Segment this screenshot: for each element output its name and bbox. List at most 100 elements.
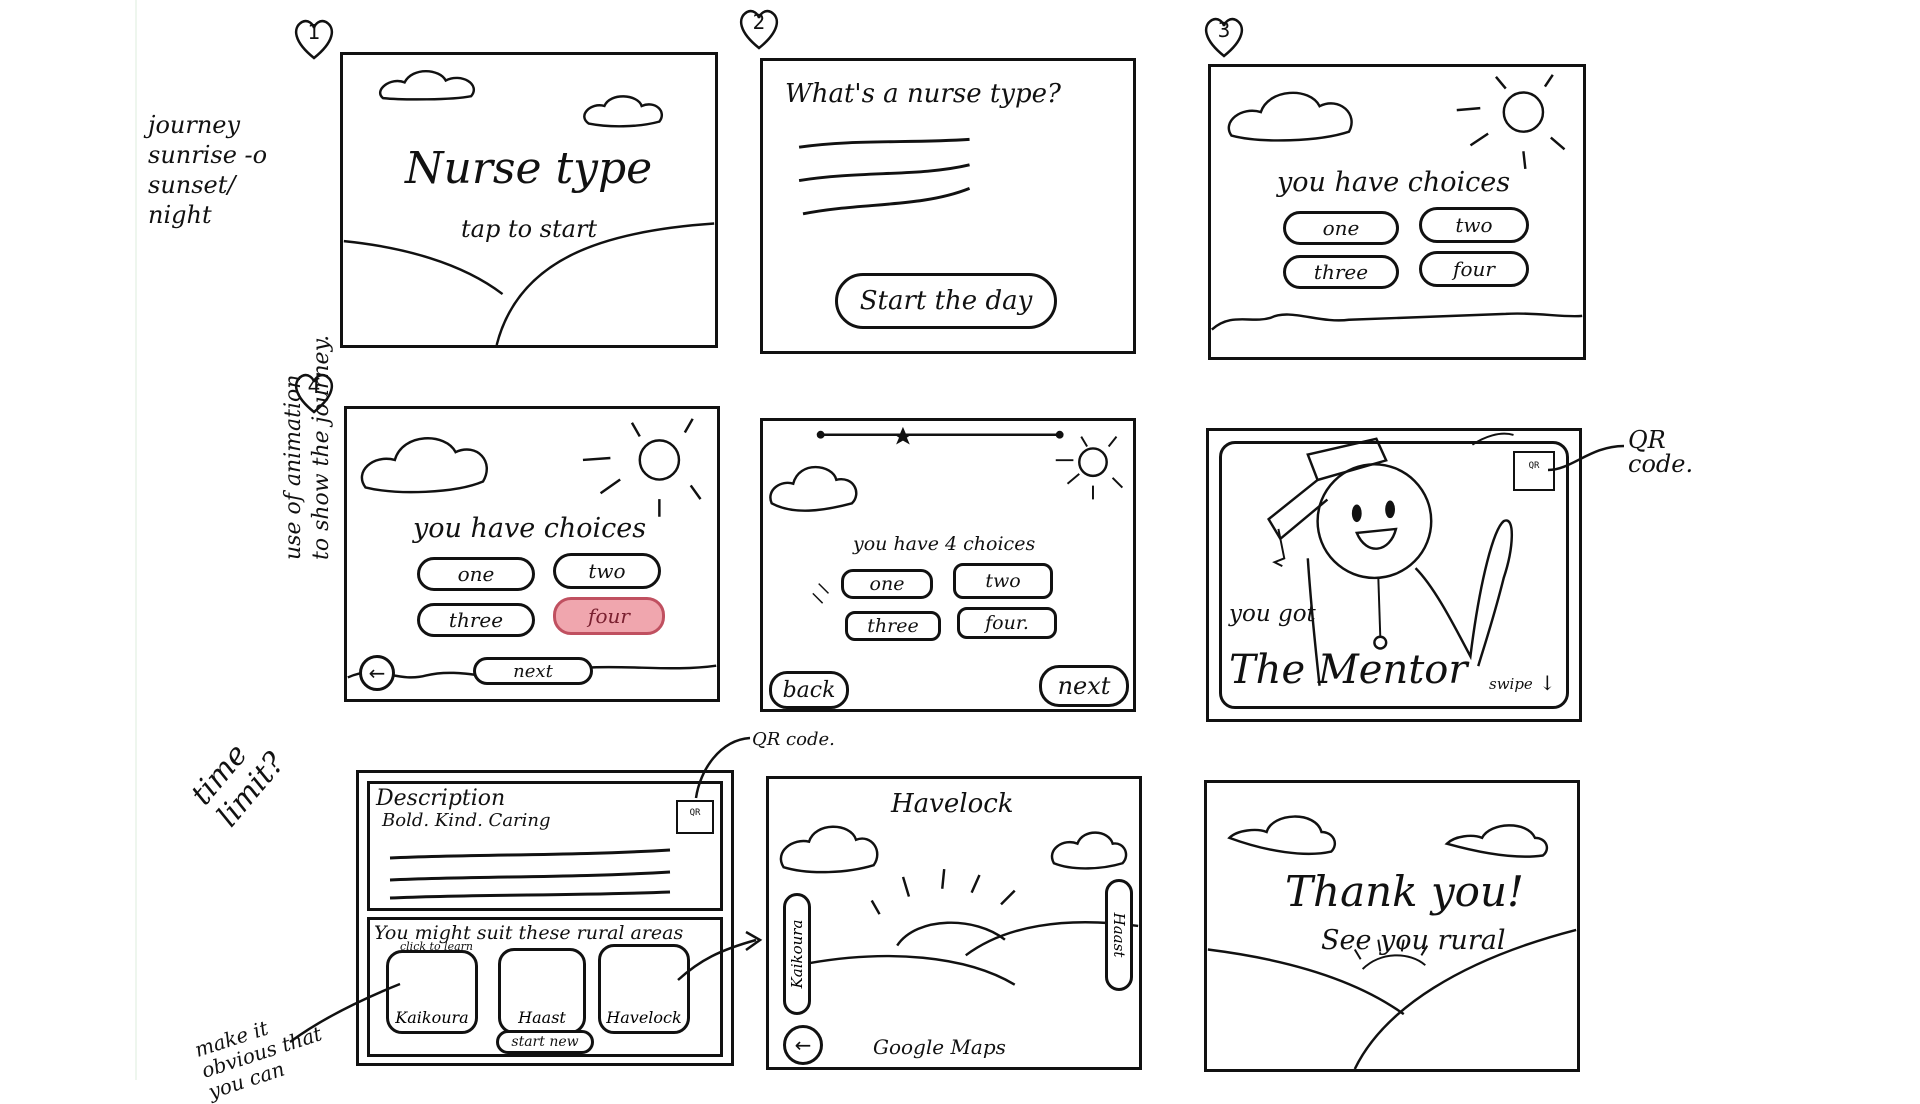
option-two-button[interactable]: two [953,563,1053,599]
step-number: 1 [307,20,321,44]
step-number: 2 [752,10,766,34]
back-arrow-button[interactable]: ← [783,1025,823,1065]
mentor-character-drawing [1267,432,1514,686]
step-heart-1: 1 [290,14,338,62]
description-heading: Description [376,786,506,811]
arrow-left-icon: ← [794,1033,812,1057]
heart-icon [739,9,779,50]
option-two-button[interactable]: two [1419,207,1529,243]
option-four-button[interactable]: four [1419,251,1529,287]
cloud-icon [1227,815,1336,856]
next-button[interactable]: next [473,657,593,685]
screen-1-heading: Nurse type [405,143,653,194]
click-to-learn-label: click to learn [400,940,473,953]
sun-icon [1502,91,1545,133]
cloud-icon [583,95,664,128]
cloud-icon [379,69,475,101]
screen-2-text-lines [798,137,971,216]
step-number: 4 [307,374,321,398]
rural-areas-heading: You might suit these rural areas [374,922,684,944]
screen-8-scenery [779,825,1139,986]
back-arrow-button[interactable]: ← [359,655,395,691]
option-one-button[interactable]: one [417,557,535,591]
step-number: 3 [1217,18,1231,42]
thank-you-heading: Thank you! [1285,867,1524,916]
heart-icon [294,373,334,414]
result-title: The Mentor [1229,647,1468,693]
back-button[interactable]: back [769,671,849,709]
area-title: Havelock [891,789,1014,819]
annotation-qr-code-bottom: QR code. [752,729,835,750]
screen-8-area-detail: Havelock Kaikoura Haast ← Google Maps [766,776,1142,1070]
description-panel: Description Bold. Kind. Caring QR [367,781,723,911]
description-traits: Bold. Kind. Caring [382,810,551,831]
progress-star-icon [893,426,913,445]
screen-5-progress-choices: you have 4 choices one two three four. b… [760,418,1136,712]
screen-6-result: QR you got The Mentor swipe ↓ [1206,428,1582,722]
option-one-button[interactable]: one [1283,211,1399,245]
option-four-button[interactable]: four. [957,607,1057,639]
screen-3-choices: you have choices one two three four [1208,64,1586,360]
progress-end-dot [1055,430,1064,439]
swipe-down-arrow-icon: ↓ [1539,671,1556,695]
kaikoura-tab[interactable]: Kaikoura [783,893,811,1015]
option-one-button[interactable]: one [841,569,933,599]
sunrise-icon [896,921,1006,947]
screen-1-scenery [343,69,715,345]
step-heart-4: 4 [290,368,338,416]
result-card [1219,441,1569,709]
area-card-haast[interactable]: Haast [498,948,586,1034]
progress-start-dot [816,430,825,439]
see-you-rural-label: See you rural [1321,925,1506,956]
sun-icon [638,439,681,481]
page-margin-line [135,0,137,1080]
screen-9-scenery [1207,815,1577,1069]
step-heart-2: 2 [735,4,783,52]
sun-icon [1078,447,1108,478]
cloud-icon [1227,91,1353,142]
annotation-qr-code-right: QR code. [1628,426,1694,478]
screen-1-title[interactable]: Nurse type tap to start [340,52,718,348]
google-maps-link[interactable]: Google Maps [873,1035,1006,1059]
screen-2-intro: What's a nurse type? Start the day [760,58,1136,354]
start-new-button[interactable]: start new [496,1030,594,1054]
option-two-button[interactable]: two [553,553,661,589]
heart-icon [294,19,334,60]
arrow-left-icon: ← [368,661,386,685]
step-heart-3: 3 [1200,12,1248,60]
tap-to-start-label[interactable]: tap to start [461,215,598,243]
start-the-day-button[interactable]: Start the day [835,273,1057,329]
option-three-button[interactable]: three [417,603,535,637]
cloud-icon [1050,831,1128,870]
haast-tab[interactable]: Haast [1105,879,1133,991]
cloud-icon [779,825,879,874]
cloud-icon [1444,824,1549,858]
area-card-kaikoura[interactable]: Kaikoura [386,950,478,1034]
area-card-havelock[interactable]: Havelock [598,944,690,1034]
screen-4-prompt: you have choices [413,513,647,544]
qr-code[interactable]: QR [676,800,714,834]
option-three-button[interactable]: three [1283,255,1399,289]
screen-3-scenery [1211,74,1583,331]
screen-9-thank-you: Thank you! See you rural [1204,780,1580,1072]
swipe-hint[interactable]: swipe [1489,675,1533,693]
screen-5-prompt: you have 4 choices [853,533,1036,555]
result-intro-label: you got [1229,601,1316,627]
screen-4-scenery [347,418,717,680]
screen-4-choice-selected: you have choices one two three four ← ne… [344,406,720,702]
option-four-button-selected[interactable]: four [553,597,665,635]
heart-icon [1204,17,1244,58]
screen-5-scenery [769,426,1124,604]
screen-7-description: Description Bold. Kind. Caring QR You mi… [356,770,734,1066]
arrow-head-icon [745,930,763,952]
annotation-make-it-obvious: make it obvious that you can [191,1015,325,1104]
next-button[interactable]: next [1039,665,1129,707]
graduation-cap-icon [1306,437,1388,482]
description-text-lines [389,848,671,900]
screen-3-prompt: you have choices [1277,167,1511,198]
screen-2-heading: What's a nurse type? [785,79,1061,109]
rural-areas-panel: You might suit these rural areas click t… [367,917,723,1057]
option-three-button[interactable]: three [845,611,941,641]
mentor-face [1316,463,1433,580]
qr-code[interactable]: QR [1513,451,1555,491]
